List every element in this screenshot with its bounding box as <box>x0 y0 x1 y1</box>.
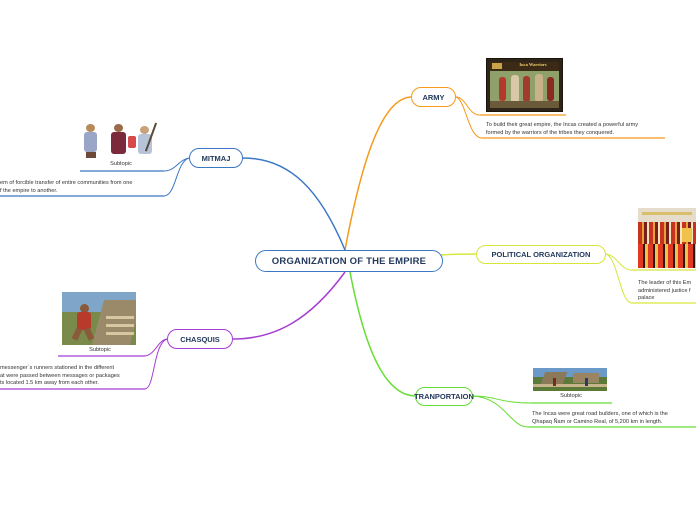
chasqui-runner-image <box>62 292 136 345</box>
link-political-image <box>605 253 633 271</box>
topic-chasquis-label: CHASQUIS <box>180 334 220 344</box>
inca-warriors-image: Inca Warriors <box>486 58 563 112</box>
political-description-line-2: administered justice f <box>638 287 691 294</box>
inca-road-image <box>533 368 607 391</box>
army-description: To build their great empire, the Incas c… <box>486 122 676 137</box>
topic-mitmaj[interactable]: MITMAJ <box>189 148 243 168</box>
army-description-line-2: formed by the warriors of the tribes the… <box>486 129 615 136</box>
political-description-line-3: palace <box>638 295 655 302</box>
topic-transportation-label: TRANPORTAION <box>414 392 474 401</box>
transport-subtopic[interactable]: Subtopic <box>560 393 582 399</box>
link-chasquis <box>232 271 346 340</box>
topic-army-label: ARMY <box>422 92 445 102</box>
topic-political-organization[interactable]: POLITICAL ORGANIZATION <box>476 245 606 264</box>
link-army-note <box>455 96 483 139</box>
link-mitmaj <box>242 157 346 251</box>
link-chasquis-note <box>144 338 168 390</box>
transport-description-line-1: The Incas were great road builders, one … <box>532 411 668 417</box>
topic-political-organization-label: POLITICAL ORGANIZATION <box>491 250 591 259</box>
chasquis-description-line-2: at were passed between messages or packa… <box>0 372 120 379</box>
topic-mitmaj-label: MITMAJ <box>201 153 231 163</box>
transport-description-line-2: Qhapaq Ñam or Camino Real, of 5,200 km i… <box>532 418 663 425</box>
chasquis-description: messenger´s runners stationed in the dif… <box>0 365 145 388</box>
inca-warriors-title: Inca Warriors <box>519 62 547 67</box>
central-topic[interactable]: ORGANIZATION OF THE EMPIRE <box>255 250 443 272</box>
chasquis-description-line-3: ts located 1.5 km away from each other. <box>0 380 99 387</box>
central-topic-label: ORGANIZATION OF THE EMPIRE <box>271 255 427 267</box>
mitmaj-description-line-1: em of forcible transfer of entire commun… <box>0 180 133 186</box>
topic-army[interactable]: ARMY <box>411 87 456 107</box>
chasquis-description-line-1: messenger´s runners stationed in the dif… <box>0 365 115 371</box>
link-political-note <box>605 253 633 304</box>
link-mitmaj-note <box>163 157 190 197</box>
transport-description: The Incas were great road builders, one … <box>532 411 696 426</box>
chasquis-subtopic[interactable]: Subtopic <box>89 347 111 353</box>
mitmaj-description: em of forcible transfer of entire commun… <box>0 180 164 195</box>
political-description: The leader of this Em administered justi… <box>638 280 696 303</box>
mitmaj-description-line-2: f the empire to another. <box>0 187 58 194</box>
link-transport-note <box>472 395 529 428</box>
topic-transportation[interactable]: TRANPORTAION <box>414 387 474 406</box>
army-description-line-1: To build their great empire, the Incas c… <box>486 122 639 128</box>
inca-court-image <box>638 208 696 268</box>
mitmaj-subtopic[interactable]: Subtopic <box>110 161 132 167</box>
link-transport <box>349 271 416 397</box>
link-political <box>439 253 477 256</box>
mitmaj-people-image <box>80 120 162 160</box>
link-army <box>344 96 412 251</box>
political-description-line-1: The leader of this Em <box>638 280 692 286</box>
topic-chasquis[interactable]: CHASQUIS <box>167 329 233 349</box>
link-army-image <box>455 96 481 116</box>
